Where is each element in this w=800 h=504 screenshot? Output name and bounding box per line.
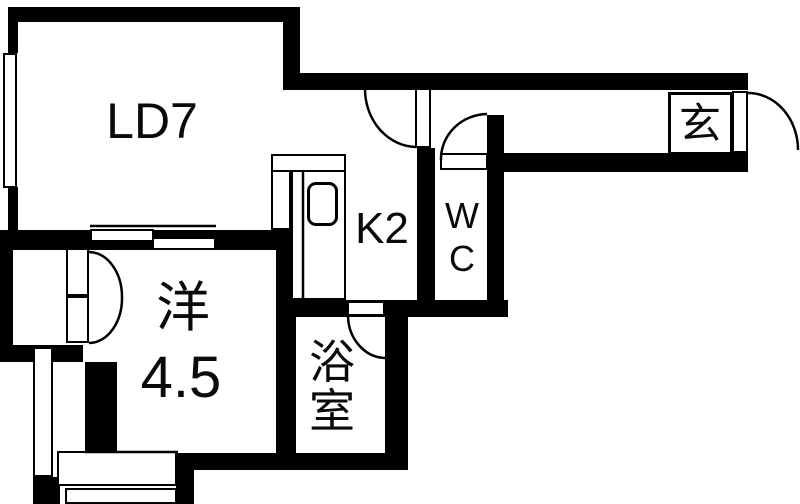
label-wc-line1: W [445, 195, 479, 236]
label-bathroom: 浴 室 [309, 336, 355, 438]
wc-door-leaf [440, 153, 488, 170]
wall-corridor-top [283, 73, 748, 90]
wall-wc-left [417, 148, 435, 316]
closet-door-leaf-top [66, 248, 89, 296]
label-western-room: 洋 [156, 278, 210, 338]
entrance-door-gap [732, 91, 748, 153]
label-wc-line2: C [448, 238, 475, 280]
kitchen-counter-side [271, 170, 291, 230]
label-kitchen: K2 [355, 204, 409, 253]
wall-ld-left-lower [8, 187, 18, 230]
label-wc: W C [445, 194, 479, 280]
wall-bottom-left-bar [176, 453, 194, 504]
genkan-floor-box [668, 92, 733, 155]
wall-bottom-band [176, 453, 408, 470]
window-ld-left [3, 53, 17, 188]
closet-door-leaf-bottom [66, 296, 89, 343]
wall-ld-right-step [283, 7, 300, 77]
room-closet [13, 250, 66, 345]
label-entrance: 玄 [678, 100, 722, 147]
label-western-room-size: 4.5 [140, 345, 222, 410]
ld-corridor-door-leaf [415, 88, 431, 148]
wall-top-ld [8, 7, 300, 22]
exterior-step-2 [65, 488, 177, 504]
label-bathroom-line1: 浴 [309, 336, 355, 388]
bath-door-leaf [347, 301, 385, 316]
wall-closet-left [0, 230, 13, 362]
exterior-step-1 [57, 451, 177, 486]
label-living-dining: LD7 [106, 93, 198, 149]
wall-wc-right [487, 115, 504, 316]
label-bathroom-line2: 室 [309, 385, 355, 438]
stair-landing-block [33, 477, 60, 504]
wall-western-left [85, 362, 117, 453]
wall-corridor-bottom [503, 153, 748, 172]
entrance-door-swing-arc [747, 91, 800, 151]
stair-rail-channel [33, 347, 53, 477]
kitchen-sink [307, 182, 338, 226]
sliding-door-panel-1 [90, 229, 154, 242]
wall-bath-right [385, 300, 408, 470]
wall-ld-left-upper [8, 7, 18, 53]
sliding-door-panel-2 [152, 237, 216, 250]
